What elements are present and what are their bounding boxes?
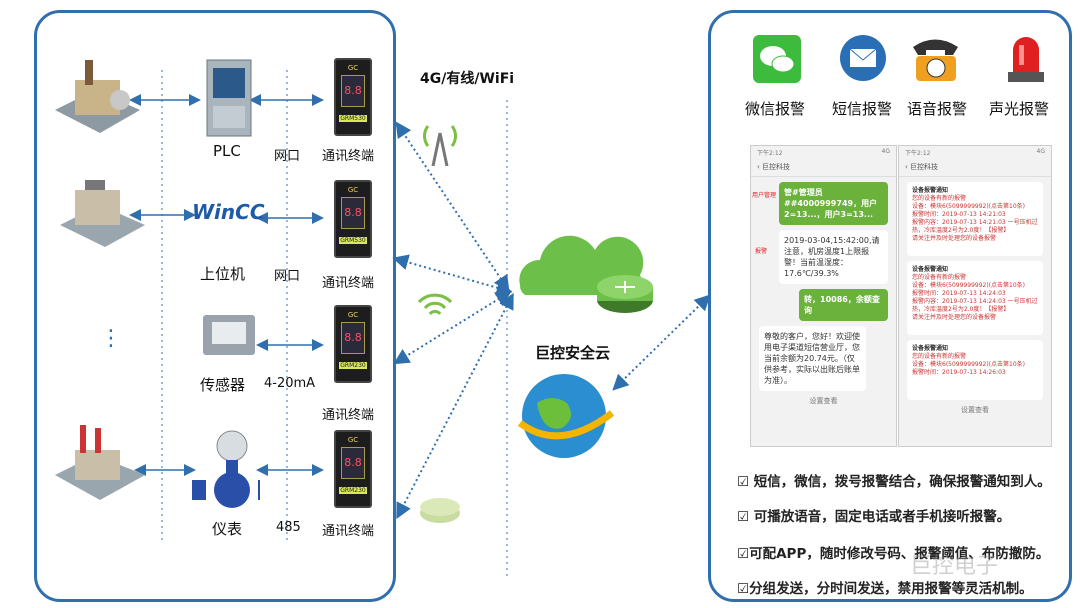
interface-label: 4-20mA [264,376,316,391]
brand-label: GC [347,186,359,194]
feature-item: ☑分组发送，分时间发送，禁用报警等灵活机制。 [737,581,1033,597]
factory-icon [55,425,145,500]
card-title: 设备报警通知 [912,266,949,273]
interface-label: 485 [276,520,301,535]
wincc-logo: WinCC [192,200,265,224]
cloud-icon [519,235,653,313]
router-icon [420,498,460,523]
status-network: 4G [881,148,890,155]
brand-label: GC [347,311,359,319]
link-cloud-alarm [612,294,711,391]
notification-card: 设备报警通知 您的设备有新的报警 设备：模块6(5099999992)(点击第1… [907,261,1043,335]
link-terminal1-cloud [395,121,510,292]
device-label: 仪表 [212,520,243,538]
link-terminal4-cloud [396,292,514,520]
settings-link: 设置查看 [961,406,989,414]
card-body: 您的设备有新的报警 设备：模块6(5099999992)(点击第10条) 报警时… [912,274,1038,321]
feature-item: ☑可配APP，随时修改号码、报警阈值、布防撤防。 [737,546,1050,562]
cell-tower-icon [423,125,457,167]
watermark: 巨控电子 [910,554,999,579]
settings-link: 设置查看 [809,397,838,405]
alarm-label-wechat: 微信报警 [745,100,806,118]
link-terminal2-cloud [392,254,513,296]
card-title: 设备报警通知 [912,187,949,194]
device-label: 上位机 [200,265,246,283]
terminal-label: 通讯终端 [322,276,375,291]
network-label: 4G/有线/WiFi [420,71,515,87]
wechat-icon [753,35,801,83]
wifi-icon [417,293,453,316]
message-tag: 报警 [755,248,768,255]
status-time: 下午2:12 [757,150,783,157]
feature-item: ☑ 短信，微信，拨号报警结合，确保报警通知到人。 [737,474,1051,490]
message-bubble: 管#管理员##4000999749，用户2=13...，用户3=13... [779,182,888,225]
brand-label: GC [347,64,359,72]
model-label: GRM530 [339,115,367,122]
message-bubble: 转，10086，余额查询 [799,289,888,321]
alarm-label-sms: 短信报警 [832,100,893,118]
contact-name: 巨控科技 [910,163,939,171]
message-tag: 用户管理 [752,192,777,199]
alarm-label-voice: 语音报警 [907,100,968,118]
alarm-label-light: 声光报警 [989,100,1050,118]
sms-icon [840,35,886,81]
alarm-light-icon [1008,37,1044,82]
card-body: 您的设备有新的报警 设备：模块6(5099999992)(点击第10条) 报警时… [912,353,1025,376]
sensor-icon [203,315,255,355]
cloud-label: 巨控安全云 [535,344,611,362]
device-label: PLC [213,142,241,160]
notification-card: 设备报警通知 您的设备有新的报警 设备：模块6(5099999992)(点击第1… [907,340,1043,400]
factory-icon [60,180,145,247]
factory-icon [55,60,140,133]
model-label: GRM530 [339,237,367,244]
card-title: 设备报警通知 [912,345,949,352]
device-label: 传感器 [200,376,246,394]
card-body: 您的设备有新的报警 设备：模块6(5099999992)(点击第10条) 报警时… [912,195,1038,242]
model-label: GRM230 [339,362,367,369]
plc-icon [206,59,252,137]
flowmeter-icon [192,430,260,508]
status-network: 4G [1036,148,1045,155]
terminal-label: 通讯终端 [322,408,375,423]
message-bubble: 尊敬的客户，您好！欢迎使用电子渠道短信营业厅，您当前余额为20.74元。（仅供参… [759,326,866,391]
globe-icon [517,374,615,458]
contact-name: 巨控科技 [762,163,791,171]
status-time: 下午2:12 [905,150,931,157]
interface-label: 网口 [274,269,301,284]
message-bubble: 2019-03-04,15:42:00,请注意，机房温度1上限报警！当前温湿度：… [779,230,888,284]
telephone-icon [913,39,958,81]
brand-label: GC [347,436,359,444]
terminal-label: 通讯终端 [322,149,375,164]
notification-card: 设备报警通知 您的设备有新的报警 设备：模块6(5099999992)(点击第1… [907,182,1043,256]
model-label: GRM230 [339,487,367,494]
ellipsis-dots: ⋮ [100,326,122,351]
terminal-label: 通讯终端 [322,524,375,539]
feature-item: ☑ 可播放语音，固定电话或者手机接听报警。 [737,509,1011,525]
interface-label: 网口 [274,149,301,164]
